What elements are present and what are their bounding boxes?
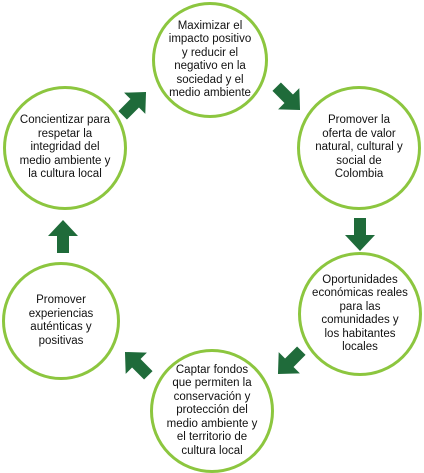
node-label: Captar fondos que permiten la conservaci…	[166, 363, 258, 457]
arrow-up-right-icon	[118, 91, 147, 120]
arrow-down-left-icon	[277, 346, 306, 375]
node-promover-oferta: Promover la oferta de valor natural, cul…	[297, 86, 421, 210]
node-label: Maximizar el impacto positivo y reducir …	[168, 19, 252, 100]
arrow-up-icon	[48, 220, 78, 253]
node-captar-fondos: Captar fondos que permiten la conservaci…	[150, 349, 274, 473]
node-label: Promover la oferta de valor natural, cul…	[315, 114, 403, 181]
node-label: Promover experiencias auténticas y posit…	[28, 294, 94, 347]
node-oportunidades: Oportunidades económicas reales para las…	[298, 252, 422, 376]
node-label: Oportunidades económicas reales para las…	[312, 273, 408, 354]
arrow-down-icon	[345, 218, 375, 251]
arrow-up-left-icon	[124, 351, 153, 380]
node-concientizar: Concientizar para respetar la integridad…	[3, 86, 127, 210]
node-experiencias: Promover experiencias auténticas y posit…	[2, 262, 120, 380]
node-maximizar: Maximizar el impacto positivo y reducir …	[152, 2, 268, 118]
node-label: Concientizar para respetar la integridad…	[19, 114, 111, 181]
arrow-down-right-icon	[272, 82, 301, 111]
